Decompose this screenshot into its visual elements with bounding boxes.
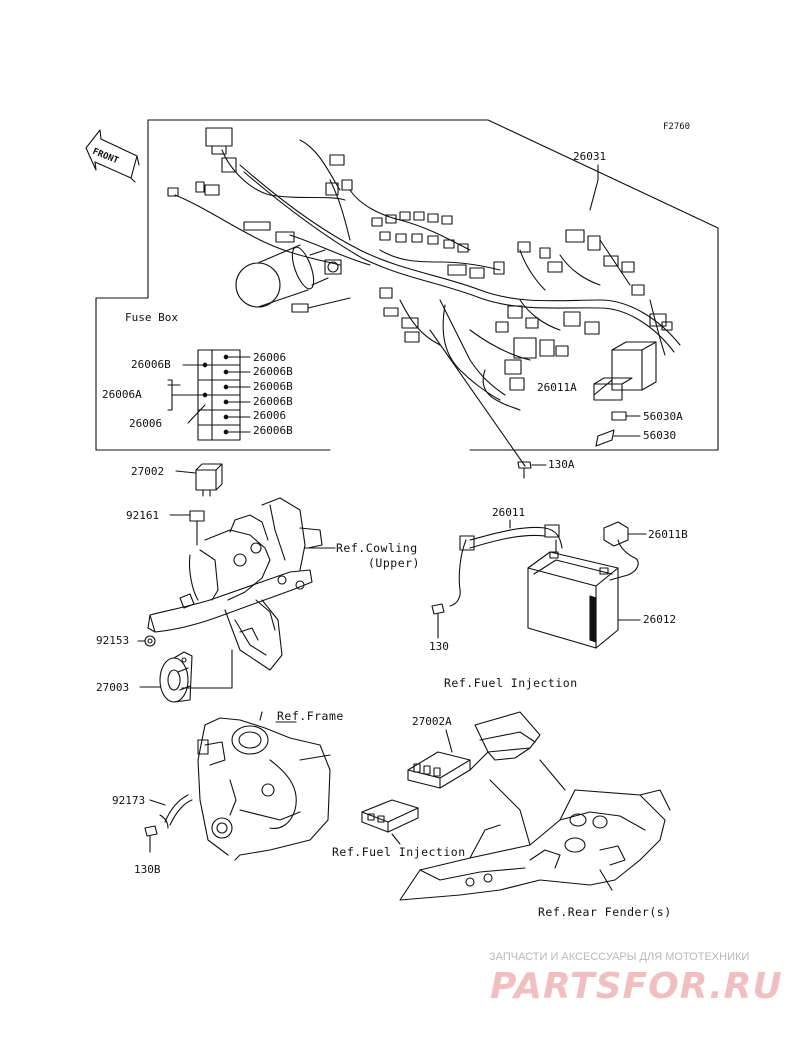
bolt-130b [144, 825, 158, 853]
ecu-module-27002a [407, 711, 541, 789]
main-wiring-harness [167, 127, 681, 467]
battery-26012 [527, 551, 641, 649]
fuse-box-right-label-2[interactable]: 26006B [253, 365, 293, 378]
watermark-logo: PARTSFOR.RU [490, 966, 783, 1007]
fuse-box-left-label-2[interactable]: 26006A [102, 388, 142, 401]
ref-frame[interactable]: Ref.Frame [277, 709, 344, 723]
part-label-26011b[interactable]: 26011B [648, 528, 688, 541]
ecu-module-lower [361, 799, 419, 845]
fuse-box-right-label-5[interactable]: 26006 [253, 409, 287, 422]
fuse-box-title: Fuse Box [125, 311, 178, 324]
part-label-27002[interactable]: 27002 [131, 465, 165, 478]
bolt-130 [431, 603, 445, 639]
part-label-130[interactable]: 130 [429, 640, 449, 653]
horn-27003 [139, 651, 193, 703]
part-label-26012[interactable]: 26012 [643, 613, 677, 626]
part-label-92161[interactable]: 92161 [126, 509, 160, 522]
fuse-box-detail [167, 349, 251, 441]
figure-code: F2760 [663, 122, 691, 132]
clamp-92173 [149, 794, 193, 829]
part-label-26031[interactable]: 26031 [573, 150, 607, 163]
connector-cluster-center [371, 211, 469, 253]
ref-fuel-injection-top[interactable]: Ref.Fuel Injection [444, 676, 578, 690]
fuse-box-left-label-1[interactable]: 26006B [131, 358, 171, 371]
frame-section [197, 711, 331, 861]
part-label-27002a[interactable]: 27002A [412, 715, 452, 728]
bolt-130a [517, 461, 547, 479]
fuse-box-right-label-6[interactable]: 26006B [253, 424, 293, 437]
part-label-56030a[interactable]: 56030A [643, 410, 683, 423]
cowling-bracket-assembly [147, 497, 336, 689]
ref-fuel-injection-bottom[interactable]: Ref.Fuel Injection [332, 845, 466, 859]
terminal-cover-26011b [603, 521, 647, 581]
fuse-box-right-label-1[interactable]: 26006 [253, 351, 287, 364]
front-arrow-icon [85, 129, 140, 183]
ref-cowling-upper[interactable]: (Upper) [368, 556, 420, 570]
ref-cowling[interactable]: Ref.Cowling [336, 541, 418, 555]
part-label-56030[interactable]: 56030 [643, 429, 677, 442]
fuse-box-left-label-3[interactable]: 26006 [129, 417, 163, 430]
rear-fender-tray [399, 759, 671, 901]
part-label-26011a[interactable]: 26011A [537, 381, 577, 394]
battery-cable-26011 [449, 519, 563, 607]
part-label-130a[interactable]: 130A [548, 458, 575, 471]
fuse-box-block [593, 341, 657, 401]
clip-92161 [169, 510, 205, 546]
part-label-92173[interactable]: 92173 [112, 794, 146, 807]
harness-frame-outline [95, 119, 719, 451]
ref-rear-fender[interactable]: Ref.Rear Fender(s) [538, 905, 672, 919]
relay-27002 [175, 463, 223, 497]
part-label-26011[interactable]: 26011 [492, 506, 526, 519]
part-label-92153[interactable]: 92153 [96, 634, 130, 647]
fuse-box-right-label-3[interactable]: 26006B [253, 380, 293, 393]
fuse-box-right-label-4[interactable]: 26006B [253, 395, 293, 408]
part-label-27003[interactable]: 27003 [96, 681, 130, 694]
watermark-tagline: ЗАПЧАСТИ И АКСЕССУАРЫ ДЛЯ МОТОТЕХНИКИ [489, 951, 750, 963]
bolt-92153 [137, 635, 156, 647]
part-label-130b[interactable]: 130B [134, 863, 161, 876]
